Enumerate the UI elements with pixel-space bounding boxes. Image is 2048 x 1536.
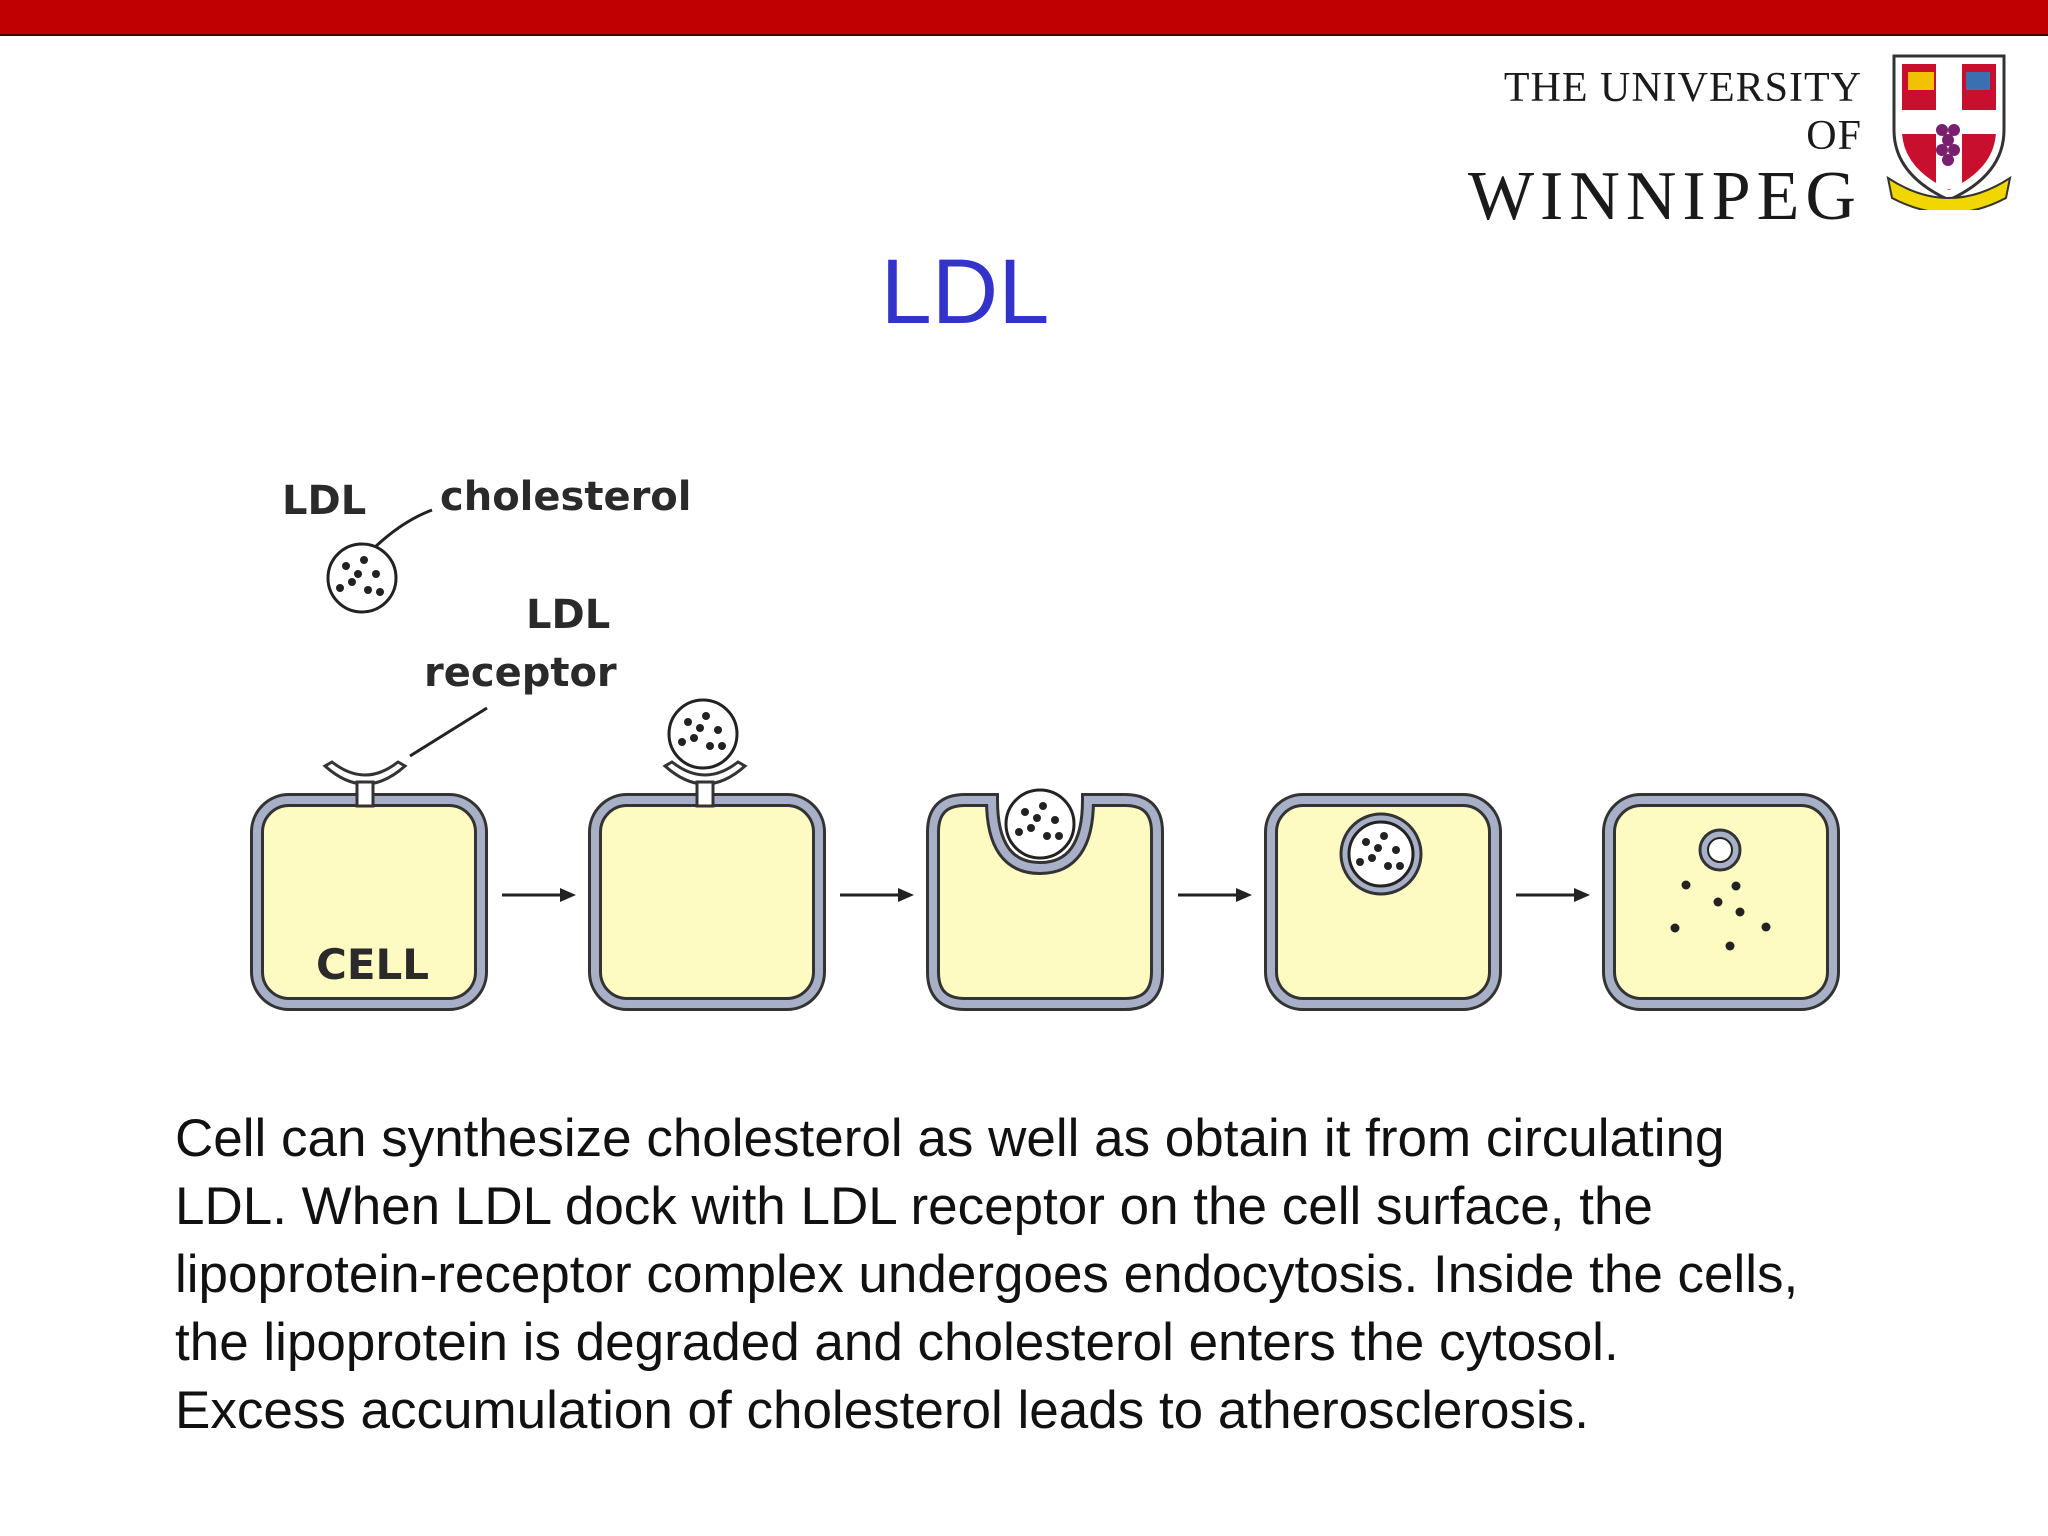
cell-stage-2: [588, 698, 826, 1011]
cell-stage-1: CELL: [250, 760, 488, 1011]
arrow-3: [1236, 888, 1252, 902]
arrow-2: [898, 888, 914, 902]
wordmark-line-2: WINNIPEG: [1467, 158, 1862, 235]
arrow-4: [1574, 888, 1590, 902]
cholesterol-leader-line: [368, 508, 433, 554]
receptor-label-line-1: LDL: [526, 592, 610, 638]
cell-stage-3: [926, 788, 1164, 1011]
ldl-label: LDL: [282, 478, 366, 524]
ldl-particle: [326, 542, 398, 614]
arrow-1: [560, 888, 576, 902]
ldl-endocytosis-diagram: LDL cholesterol LDL receptor CELL: [250, 474, 1840, 1011]
slide-title: LDL: [880, 241, 1050, 343]
slide-body-text: Cell can synthesize cholesterol as well …: [175, 1105, 1955, 1445]
body-line-4: the lipoprotein is degraded and choleste…: [175, 1313, 1619, 1372]
top-red-bar: [0, 0, 2048, 36]
body-line-3: lipoprotein-receptor complex undergoes e…: [175, 1245, 1799, 1304]
body-line-2: LDL. When LDL dock with LDL receptor on …: [175, 1177, 1653, 1236]
cell-stage-5: [1602, 793, 1840, 1011]
university-crest-icon: [1886, 54, 2012, 210]
cell-stage-4: [1264, 793, 1502, 1011]
university-wordmark: THE UNIVERSITY OF WINNIPEG: [1462, 64, 1862, 234]
cholesterol-label: cholesterol: [440, 474, 691, 520]
receptor-leader-line: [409, 706, 488, 758]
cell-label: CELL: [316, 940, 429, 989]
receptor-label-line-2: receptor: [424, 650, 617, 696]
body-line-5: Excess accumulation of cholesterol leads…: [175, 1381, 1590, 1440]
wordmark-line-1: THE UNIVERSITY OF: [1503, 65, 1862, 159]
body-line-1: Cell can synthesize cholesterol as well …: [175, 1109, 1725, 1168]
